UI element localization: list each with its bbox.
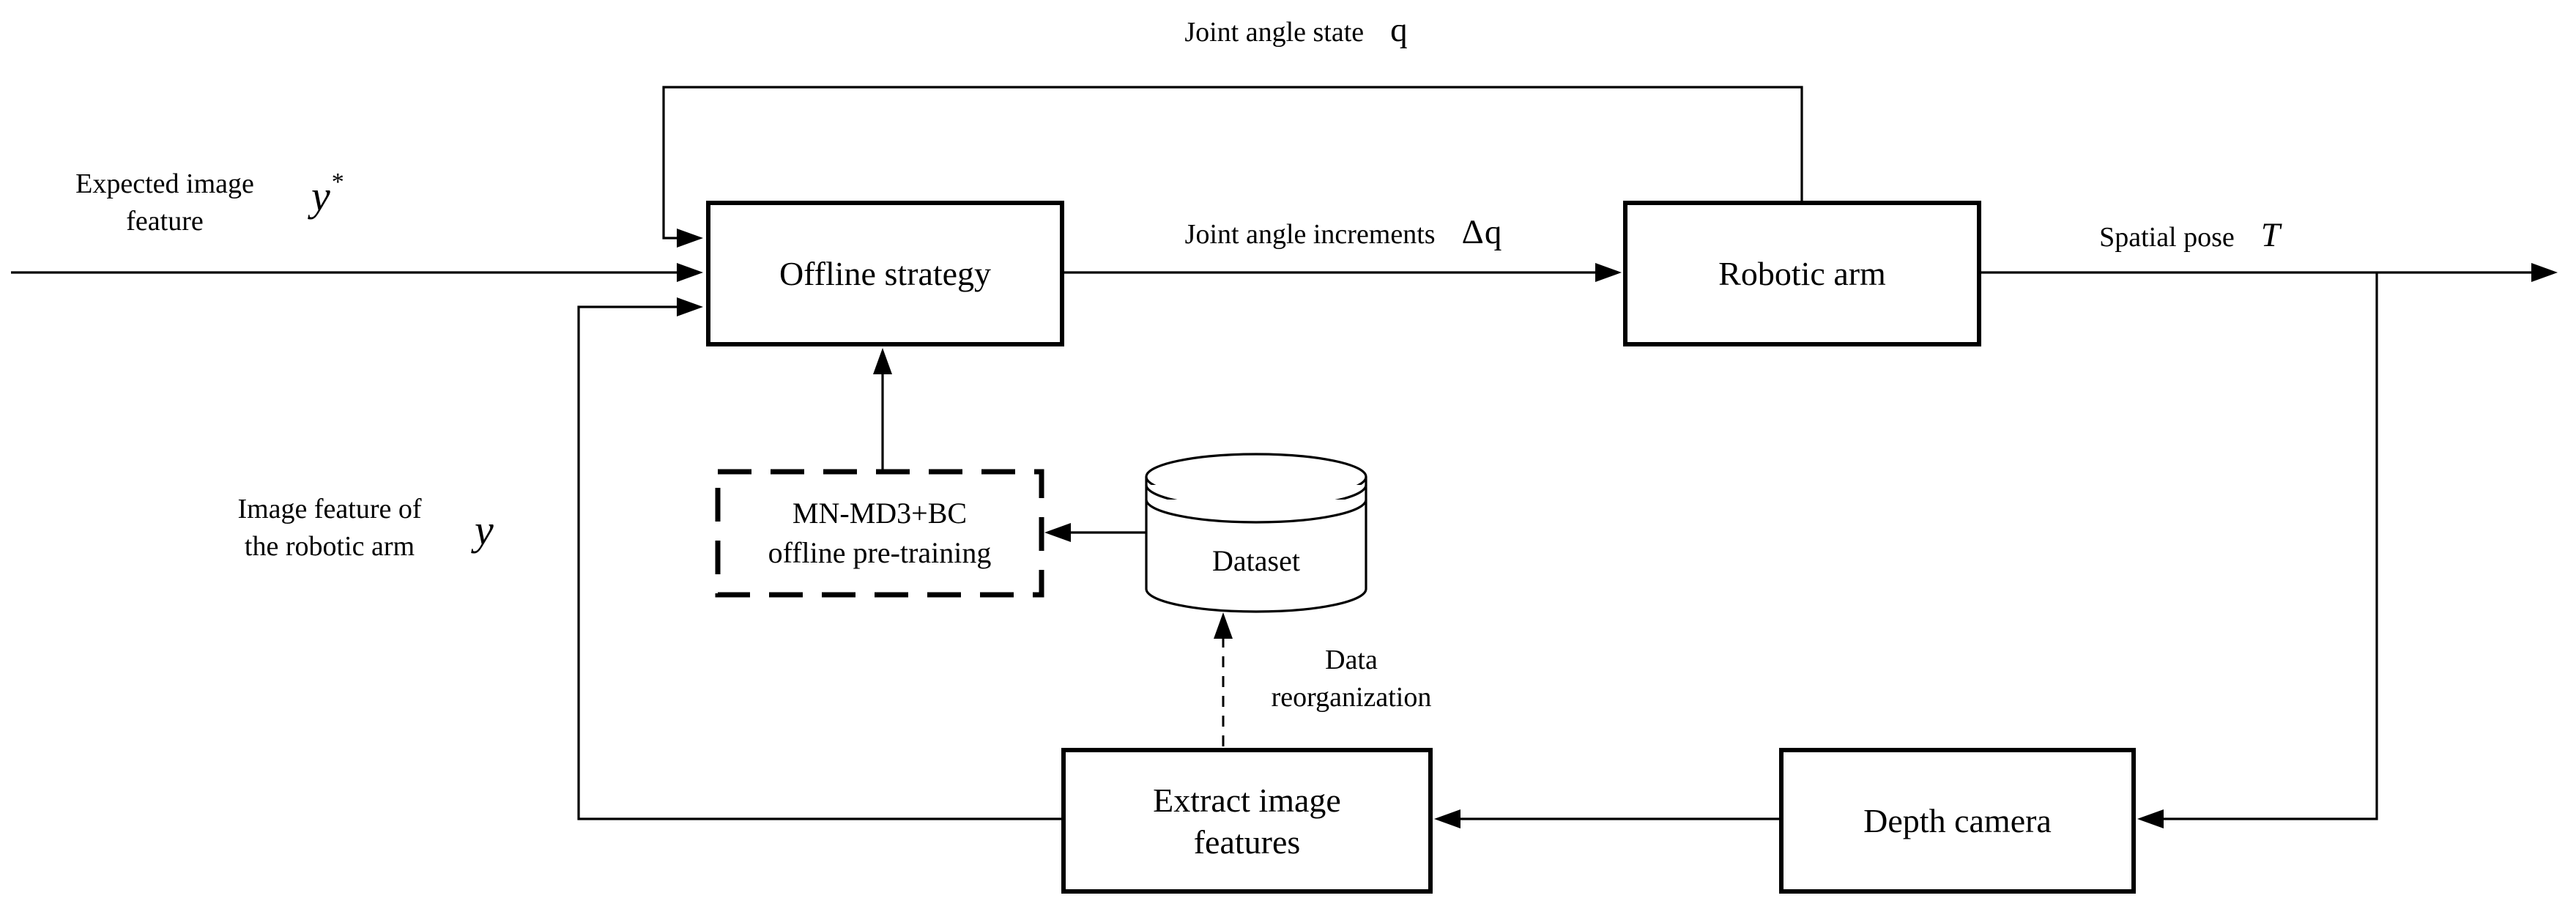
spatial-pose-text: Spatial pose [2099, 222, 2235, 253]
joint-angle-increments-text: Joint angle increments [1184, 219, 1436, 250]
edge-spatial-pose-output [1981, 263, 2558, 282]
image-feature-line1: Image feature of [237, 494, 422, 524]
expected-feature-line2: feature [126, 206, 204, 237]
joint-angle-state-text: Joint angle state [1184, 17, 1365, 48]
extract-label-line2: features [1193, 823, 1301, 861]
edge-dataset-to-pretrain [1044, 523, 1146, 542]
depth-camera-label: Depth camera [1863, 802, 2052, 839]
edge-expected-image-feature [11, 263, 703, 282]
label-spatial-pose: Spatial pose T [2000, 217, 2380, 256]
image-feature-symbol: y [475, 506, 494, 554]
spatial-pose-symbol: T [2260, 216, 2281, 254]
edge-joint-angle-increments [1064, 263, 1622, 282]
expected-feature-symbol: y* [311, 168, 344, 220]
pretrain-box-border [715, 469, 1044, 598]
edge-data-reorganization [1214, 612, 1233, 746]
edge-pose-to-depth-camera [2137, 272, 2378, 828]
label-joint-angle-increments: Joint angle increments Δq [1064, 214, 1623, 253]
joint-angle-state-symbol: q [1390, 11, 1408, 49]
extract-label-line1: Extract image [1153, 781, 1341, 819]
dataset-label: Dataset [1212, 544, 1300, 577]
database-cylinder-icon [1145, 453, 1367, 613]
label-joint-angle-state: Joint angle state q [1055, 12, 1538, 51]
label-expected-image-feature: Expected image feature [22, 166, 308, 240]
node-robotic-arm: Robotic arm [1623, 201, 1981, 346]
label-data-reorganization: Data reorganization [1238, 642, 1465, 716]
data-reorg-line2: reorganization [1271, 682, 1432, 713]
edge-depth-to-extract [1434, 809, 1779, 828]
robotic-arm-label: Robotic arm [1718, 255, 1886, 292]
node-offline-strategy: Offline strategy [706, 201, 1064, 346]
node-mn-md3-bc-pretraining: MN-MD3+BC offline pre-training [729, 483, 1031, 583]
offline-strategy-label: Offline strategy [779, 255, 992, 292]
pretrain-label-line2: offline pre-training [768, 536, 992, 569]
image-feature-line2: the robotic arm [244, 531, 415, 562]
joint-angle-increments-symbol: Δq [1461, 213, 1503, 251]
edge-pretrain-to-offline [873, 348, 892, 472]
node-extract-image-features: Extract image features [1061, 748, 1433, 894]
label-image-feature-of-arm: Image feature of the robotic arm [125, 491, 535, 565]
node-depth-camera: Depth camera [1779, 748, 2136, 894]
edge-joint-angle-state [662, 86, 1803, 248]
extract-image-features-label: Extract image features [1153, 779, 1341, 863]
pretrain-label-line1: MN-MD3+BC [792, 497, 968, 530]
edge-image-feature-feedback [577, 297, 1061, 820]
expected-feature-line1: Expected image [75, 168, 254, 199]
data-reorg-line1: Data [1325, 645, 1378, 675]
